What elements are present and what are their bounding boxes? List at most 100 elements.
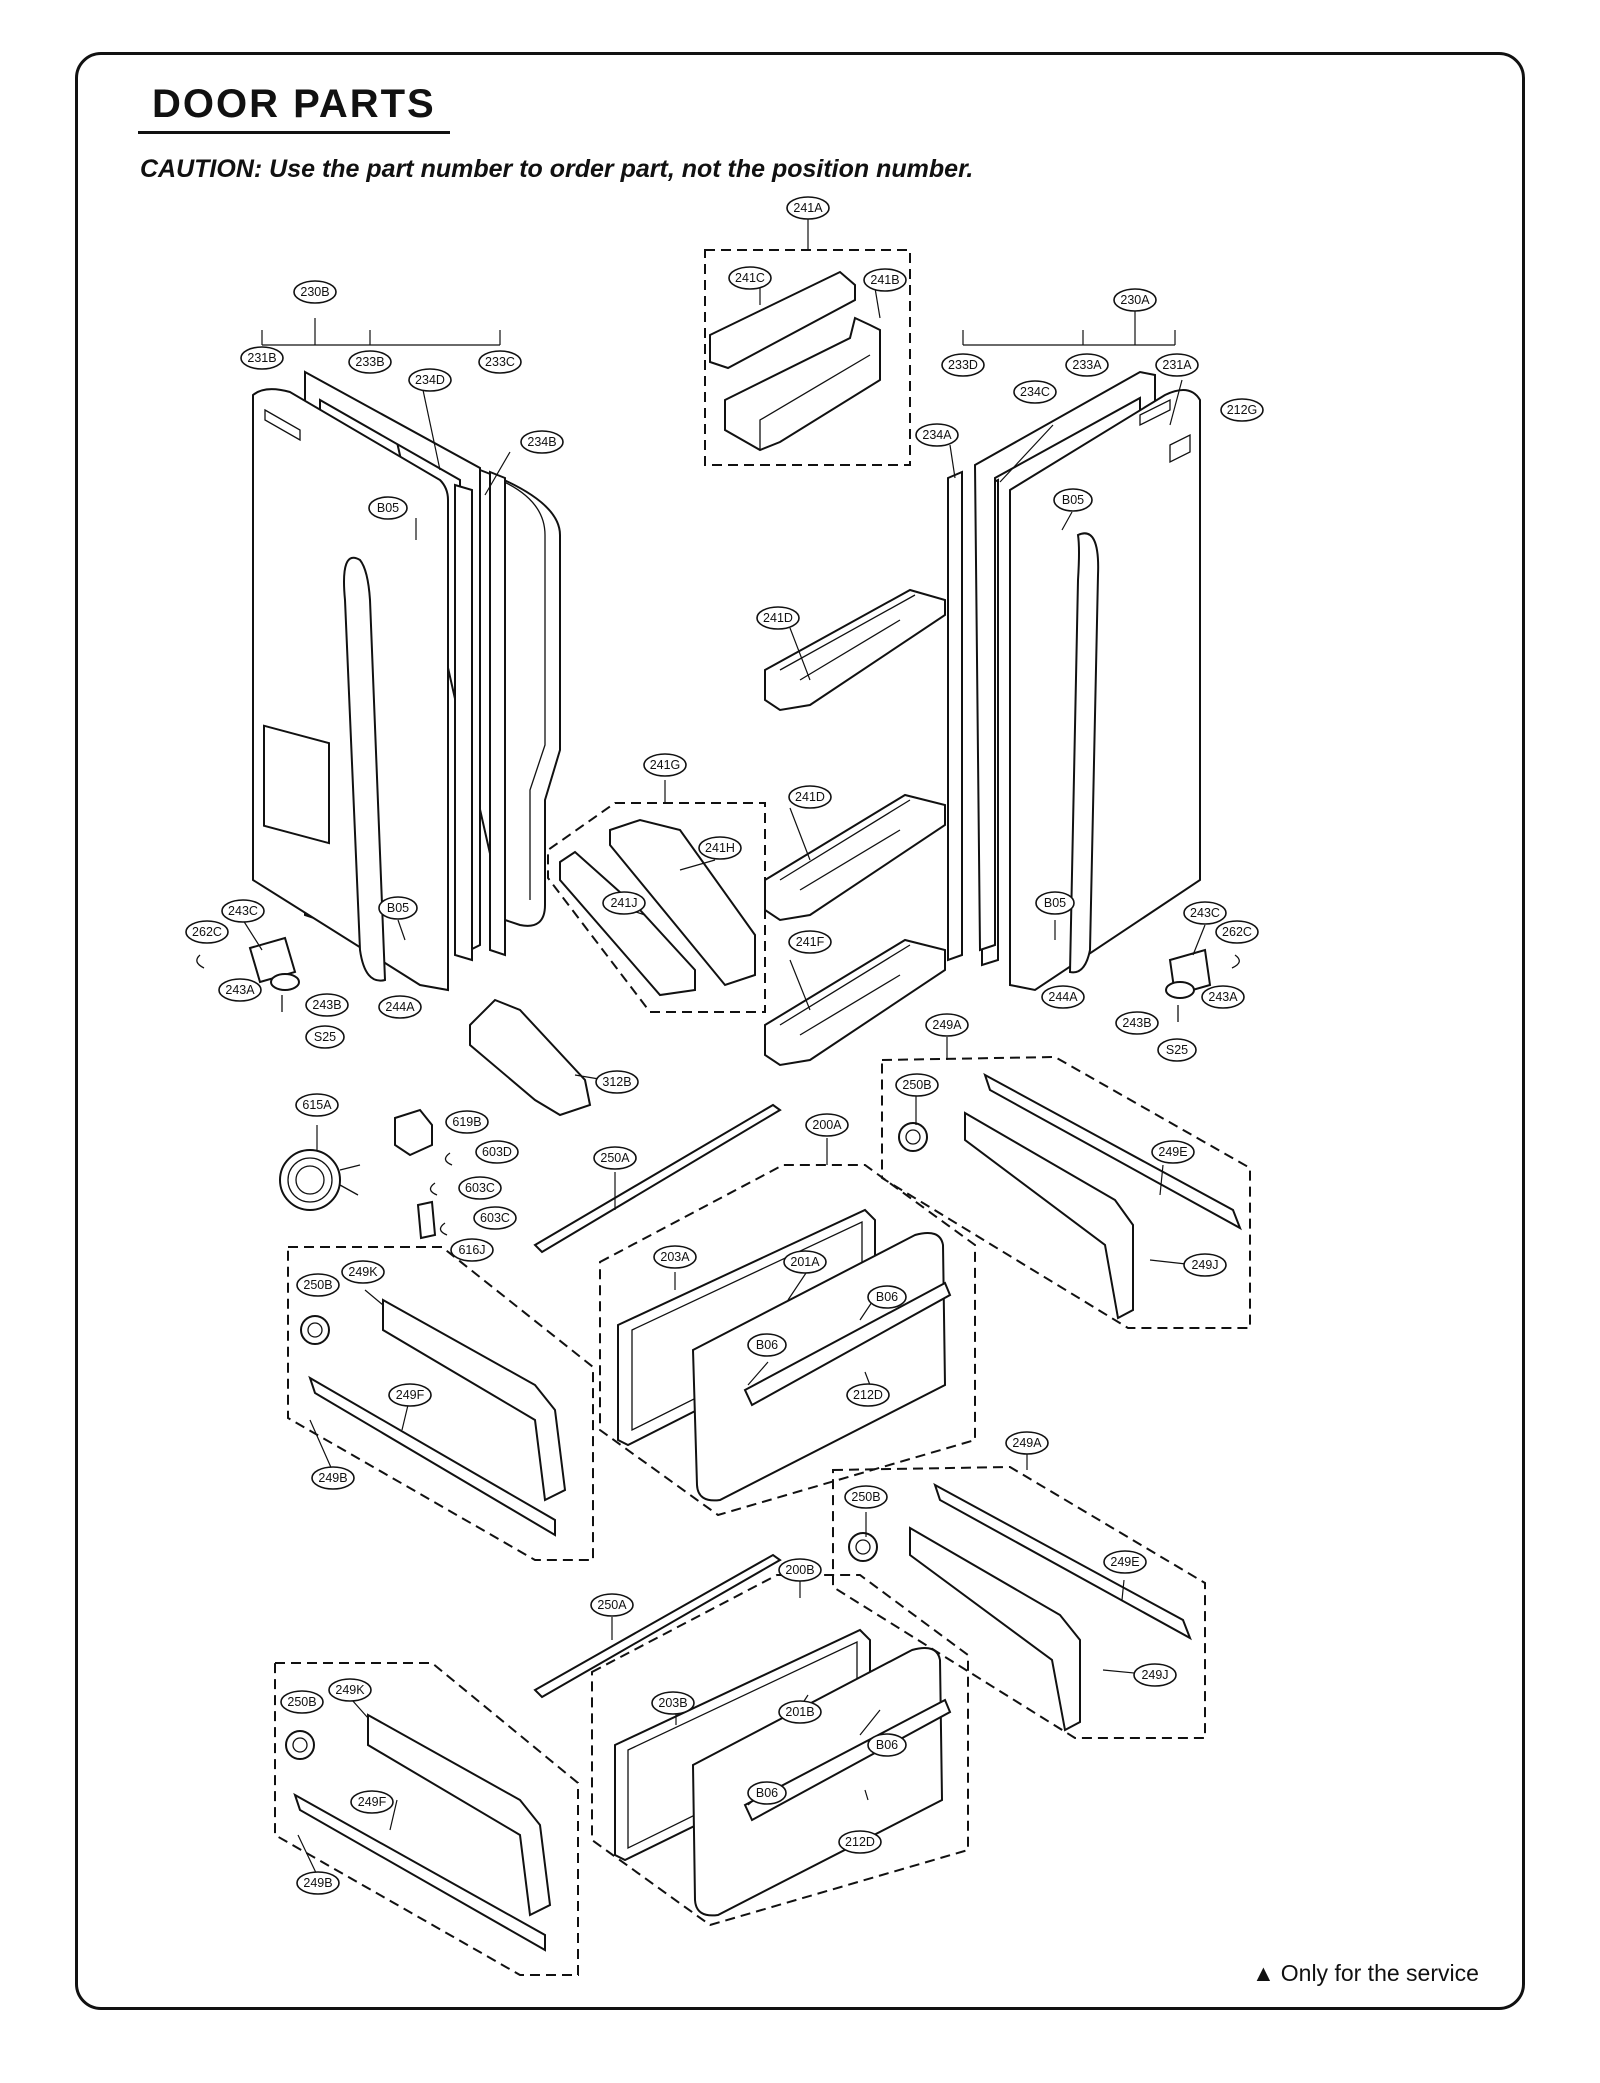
callout-241B: 241B: [863, 268, 907, 292]
bin-241H: [609, 818, 756, 987]
svg-text:262C: 262C: [192, 925, 222, 939]
right-door-handle: [1068, 532, 1100, 974]
callout-231B: 231B: [240, 346, 284, 370]
right-door-outer-231A: [1009, 389, 1201, 992]
water-line-parts: [279, 1108, 453, 1240]
rails-250A: [533, 1103, 782, 1699]
callout-B06-c: B06: [867, 1733, 907, 1757]
callout-249J-bottom: 249J: [1133, 1663, 1177, 1687]
callout-231A: 231A: [1155, 353, 1199, 377]
left-liner-233C: [489, 470, 506, 957]
callout-B05-right-bottom: B05: [1035, 891, 1075, 915]
callout-200B: 200B: [778, 1558, 822, 1582]
svg-text:200B: 200B: [785, 1563, 814, 1577]
callout-249J-top: 249J: [1183, 1253, 1227, 1277]
svg-text:241D: 241D: [795, 790, 825, 804]
svg-text:B05: B05: [387, 901, 409, 915]
callout-249K-top: 249K: [341, 1260, 385, 1284]
svg-text:234C: 234C: [1020, 385, 1050, 399]
right-door-assembly: [947, 320, 1201, 992]
svg-text:615A: 615A: [302, 1098, 332, 1112]
left-door-display-window: [263, 724, 330, 845]
callout-250A-bottom: 250A: [590, 1593, 634, 1617]
svg-text:S25: S25: [1166, 1043, 1188, 1057]
svg-text:203A: 203A: [660, 1250, 690, 1264]
svg-text:241J: 241J: [610, 896, 637, 910]
svg-text:203B: 203B: [658, 1696, 687, 1710]
service-note-text: Only for the service: [1280, 1960, 1479, 1986]
group-box-249K-bottom: [274, 1662, 579, 1976]
svg-text:234D: 234D: [415, 373, 445, 387]
callout-249F-bottom: 249F: [350, 1790, 394, 1814]
svg-text:243A: 243A: [225, 983, 255, 997]
svg-text:212G: 212G: [1227, 403, 1258, 417]
group-box-241G: [547, 802, 766, 1013]
callout-249E-bottom: 249E: [1103, 1550, 1147, 1574]
callout-241A: 241A: [786, 196, 830, 220]
svg-text:231B: 231B: [247, 351, 276, 365]
callout-S25-left: S25: [305, 1025, 345, 1049]
callout-234A: 234A: [915, 423, 959, 447]
callout-603D: 603D: [475, 1140, 519, 1164]
callout-230B: 230B: [293, 280, 337, 304]
callout-241D-middle: 241D: [788, 785, 832, 809]
callout-201B: 201B: [778, 1700, 822, 1724]
door-bin-241A-group: [709, 270, 881, 452]
svg-text:241C: 241C: [735, 271, 765, 285]
svg-text:B05: B05: [377, 501, 399, 515]
svg-text:234B: 234B: [527, 435, 556, 449]
callout-249F-top: 249F: [388, 1383, 432, 1407]
callout-234B: 234B: [520, 430, 564, 454]
callout-212D-b: 212D: [838, 1830, 882, 1854]
group-box-249A-bottom: [832, 1465, 1206, 1739]
callout-603C-b: 603C: [473, 1206, 517, 1230]
callout-615A: 615A: [295, 1093, 339, 1117]
svg-text:243A: 243A: [1208, 990, 1238, 1004]
svg-text:616J: 616J: [458, 1243, 485, 1257]
left-door-handle: [343, 556, 387, 982]
callout-200A: 200A: [805, 1113, 849, 1137]
svg-text:B06: B06: [876, 1738, 898, 1752]
svg-text:250B: 250B: [851, 1490, 880, 1504]
svg-text:212D: 212D: [845, 1835, 875, 1849]
svg-text:249E: 249E: [1110, 1555, 1139, 1569]
svg-text:233D: 233D: [948, 358, 978, 372]
door-bin-241G-group: [559, 818, 756, 997]
svg-text:201A: 201A: [790, 1255, 820, 1269]
callout-241H: 241H: [698, 836, 742, 860]
svg-text:233C: 233C: [485, 355, 515, 369]
callout-243A-left: 243A: [218, 978, 262, 1002]
group-boxes: [274, 249, 1251, 1976]
slide-rail-249K-top: [300, 1298, 567, 1537]
callout-249K-bottom: 249K: [328, 1678, 372, 1702]
page-frame: [75, 52, 1525, 2010]
svg-text:230A: 230A: [1120, 293, 1150, 307]
callout-244A-left: 244A: [378, 995, 422, 1019]
door-bins-right: [764, 588, 946, 1067]
svg-text:619B: 619B: [452, 1115, 481, 1129]
callout-241D-top: 241D: [756, 606, 800, 630]
callout-241C: 241C: [728, 266, 772, 290]
callout-230A: 230A: [1113, 288, 1157, 312]
callout-S25-right: S25: [1157, 1038, 1197, 1062]
callout-234D: 234D: [408, 368, 452, 392]
svg-text:249E: 249E: [1158, 1145, 1187, 1159]
callout-249B-bottom: 249B: [296, 1871, 340, 1895]
callout-233C: 233C: [478, 350, 522, 374]
right-liner-234A: [947, 470, 963, 962]
left-liner-234D: [454, 483, 473, 962]
callout-243A-right: 243A: [1201, 985, 1245, 1009]
callout-243C-right: 243C: [1183, 901, 1227, 925]
svg-text:B05: B05: [1044, 896, 1066, 910]
callout-619B: 619B: [445, 1110, 489, 1134]
callout-201A: 201A: [783, 1250, 827, 1274]
svg-text:B06: B06: [756, 1786, 778, 1800]
svg-text:201B: 201B: [785, 1705, 814, 1719]
callout-B06-d: B06: [747, 1781, 787, 1805]
svg-text:603C: 603C: [480, 1211, 510, 1225]
callout-312B: 312B: [595, 1070, 639, 1094]
svg-text:250B: 250B: [303, 1278, 332, 1292]
callout-250B-bottom-left: 250B: [280, 1690, 324, 1714]
callout-249A-bottom: 249A: [1005, 1431, 1049, 1455]
svg-text:233B: 233B: [355, 355, 384, 369]
